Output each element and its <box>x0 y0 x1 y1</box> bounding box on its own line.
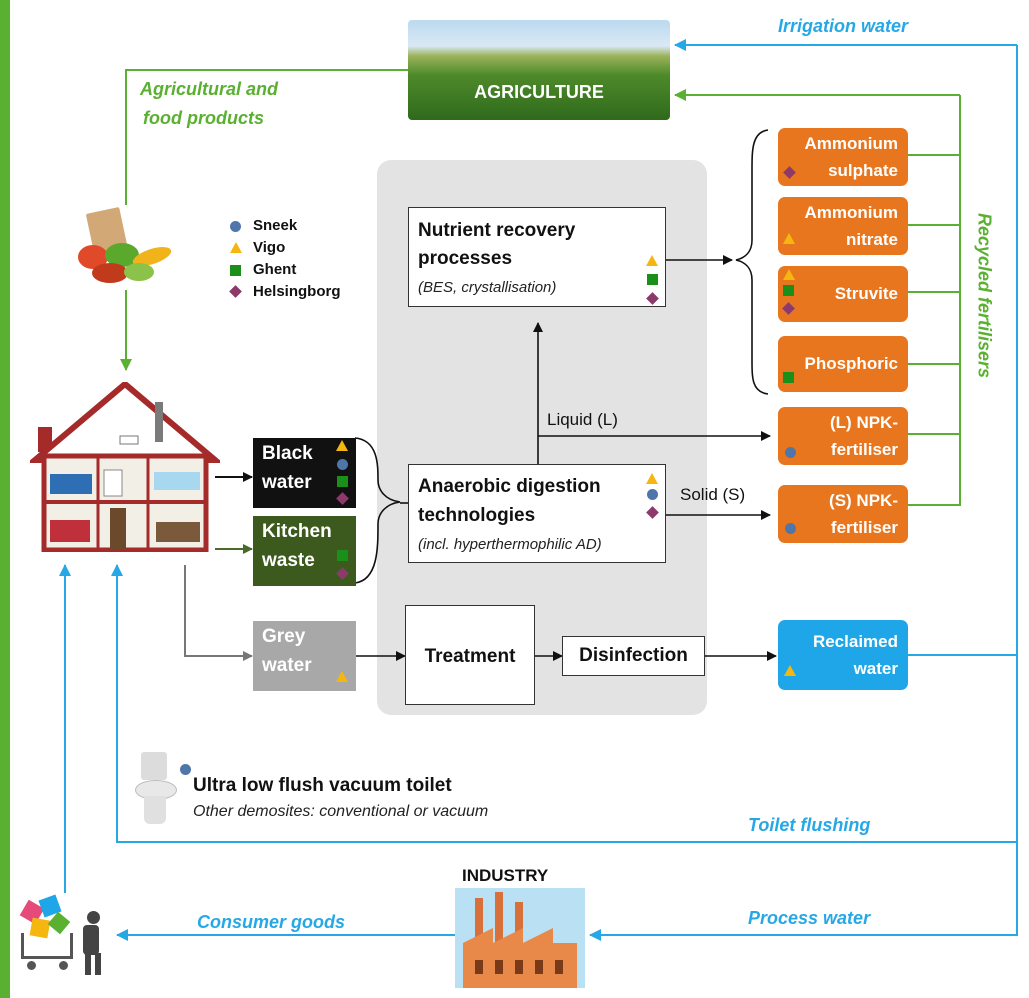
l-npk-label-1: (L) NPK- <box>830 413 898 432</box>
solid-label: Solid (S) <box>680 485 746 504</box>
anaerobic-subtitle: (incl. hyperthermophilic AD) <box>418 536 602 553</box>
vigo-marker <box>783 233 795 244</box>
disinfection-box: Disinfection <box>562 636 705 676</box>
sneek-marker <box>647 489 658 500</box>
legend-sneek: Sneek <box>253 217 298 234</box>
treatment-label: Treatment <box>424 646 516 667</box>
reclaimed-water-label-2: water <box>853 659 898 678</box>
food-products-icon <box>70 205 180 290</box>
vigo-marker <box>784 665 796 676</box>
treatment-box: Treatment <box>405 605 535 705</box>
kitchen-waste-box: Kitchen waste <box>253 516 356 586</box>
reclaimed-water-box: Reclaimed water <box>778 620 908 690</box>
anaerobic-title-2: technologies <box>418 505 536 526</box>
ammonium-sulphate-label-1: Ammonium <box>804 134 899 153</box>
black-water-label-1: Black <box>262 443 313 464</box>
liquid-label: Liquid (L) <box>547 410 618 429</box>
phosphoric-label: Phosphoric <box>804 354 898 373</box>
sneek-marker <box>785 523 796 534</box>
struvite-label: Struvite <box>834 284 898 303</box>
vigo-marker <box>336 671 348 682</box>
disinfection-label: Disinfection <box>579 645 688 666</box>
nutrient-recovery-title-2: processes <box>418 248 513 269</box>
vigo-marker <box>646 255 658 266</box>
agriculture-field-image: AGRICULTURE <box>408 20 670 120</box>
nutrient-recovery-box: Nutrient recovery processes (BES, crysta… <box>408 207 666 307</box>
grey-water-box: Grey water <box>253 621 356 691</box>
nutrient-recovery-title-1: Nutrient recovery <box>418 220 576 241</box>
nutrient-recovery-subtitle: (BES, crystallisation) <box>418 279 557 296</box>
toilet-title: Ultra low flush vacuum toilet <box>193 775 452 796</box>
recycled-fertilisers-label: Recycled fertilisers <box>974 212 995 379</box>
sneek-marker <box>785 447 796 458</box>
irrigation-water-label: Irrigation water <box>778 16 909 36</box>
vigo-marker <box>336 440 348 451</box>
legend-helsingborg: Helsingborg <box>253 283 341 300</box>
sneek-marker <box>337 459 348 470</box>
ghent-marker <box>647 274 658 285</box>
ammonium-nitrate-label-2: nitrate <box>846 230 898 249</box>
anaerobic-title-1: Anaerobic digestion <box>418 476 601 497</box>
phosphoric-box: Phosphoric <box>778 336 908 392</box>
toilet-flushing-label: Toilet flushing <box>748 815 871 835</box>
ammonium-sulphate-label-2: sulphate <box>828 161 898 180</box>
process-water-label: Process water <box>748 908 871 928</box>
helsingborg-marker <box>646 506 659 519</box>
legend-sneek-marker <box>230 221 241 232</box>
consumer-shopping-icon <box>15 893 110 978</box>
struvite-box: Struvite <box>778 266 908 322</box>
kitchen-waste-label-2: waste <box>262 550 315 571</box>
black-water-label-2: water <box>262 472 312 493</box>
agri-food-label-1: Agricultural and <box>140 79 279 99</box>
anaerobic-digestion-box: Anaerobic digestion technologies (incl. … <box>408 464 666 563</box>
house-icon <box>26 380 224 553</box>
l-npk-label-2: fertiliser <box>830 440 898 459</box>
ghent-marker <box>783 372 794 383</box>
grey-water-label-1: Grey <box>262 626 306 647</box>
legend-ghent: Ghent <box>253 261 297 278</box>
agri-food-label-2: food products <box>143 108 264 128</box>
vigo-marker <box>783 269 795 280</box>
consumer-goods-label: Consumer goods <box>197 912 346 932</box>
ammonium-sulphate-box: Ammonium sulphate <box>778 128 908 186</box>
toilet-icon <box>135 752 185 827</box>
industry-label: INDUSTRY <box>462 866 549 885</box>
l-npk-fertiliser-box: (L) NPK- fertiliser <box>778 407 908 465</box>
vigo-marker <box>646 473 658 484</box>
grey-water-label-2: water <box>262 655 312 676</box>
ghent-marker <box>337 550 348 561</box>
toilet-subtitle: Other demosites: conventional or vacuum <box>193 803 489 820</box>
factory-icon <box>455 888 585 988</box>
s-npk-fertiliser-box: (S) NPK- fertiliser <box>778 485 908 543</box>
s-npk-label-2: fertiliser <box>830 518 898 537</box>
helsingborg-marker <box>646 292 659 305</box>
sneek-marker <box>180 764 191 775</box>
left-accent-strip <box>0 0 10 998</box>
legend-vigo: Vigo <box>253 239 286 256</box>
legend-vigo-marker <box>230 242 242 253</box>
ammonium-nitrate-box: Ammonium nitrate <box>778 197 908 255</box>
agriculture-label: AGRICULTURE <box>474 82 604 102</box>
ghent-marker <box>783 285 794 296</box>
legend-ghent-marker <box>230 265 241 276</box>
ghent-marker <box>337 476 348 487</box>
reclaimed-water-label-1: Reclaimed <box>812 632 898 651</box>
ammonium-nitrate-label-1: Ammonium <box>804 203 899 222</box>
black-water-box: Black water <box>253 438 356 508</box>
kitchen-waste-label-1: Kitchen <box>262 521 332 542</box>
s-npk-label-1: (S) NPK- <box>829 491 898 510</box>
